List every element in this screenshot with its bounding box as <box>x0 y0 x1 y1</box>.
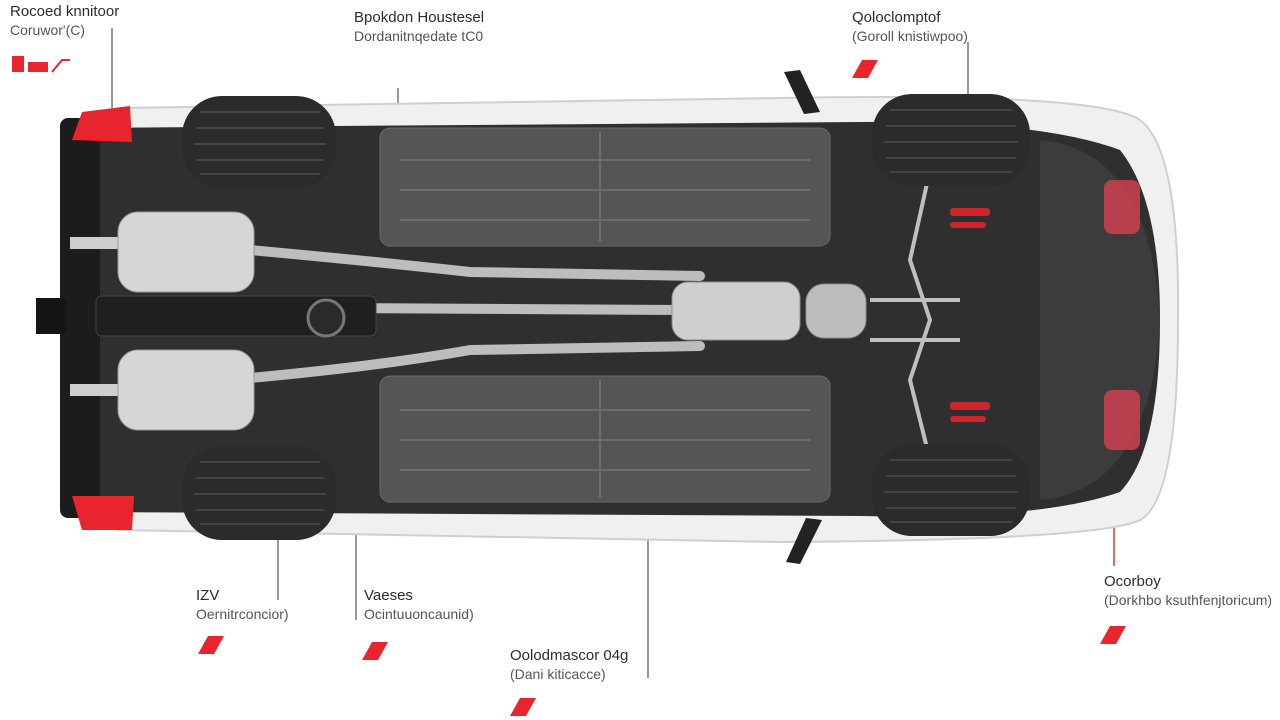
red-parallelogram-marker-icon <box>1098 624 1128 644</box>
tire-rear-top <box>182 96 336 188</box>
tire-rear-bottom <box>182 446 336 540</box>
callout-subtitle: (Dorkhbo ksuthfenjtoricum) <box>1104 592 1273 608</box>
callout-title: Oolodmascor 04g <box>510 647 629 664</box>
tow-hitch <box>36 298 66 334</box>
callout-top-center: Bpokdon Houstesel Dordanitnqedate tC0 <box>354 8 484 46</box>
callout-title: Bpokdon Houstesel <box>354 9 485 26</box>
floor-pan-top <box>379 127 831 247</box>
callout-subtitle: Oernitrconcior) <box>196 606 289 622</box>
rear-reflector-top <box>72 106 132 142</box>
callout-title: Vaeses <box>364 587 413 604</box>
rear-subframe <box>95 295 377 337</box>
callout-title: Rocoed knnitoor <box>10 3 120 20</box>
callout-bottom-left: IZV Oernitrconcior) <box>196 586 289 624</box>
callout-title: IZV <box>196 587 220 604</box>
front-suspension <box>870 169 960 461</box>
rear-reflector-bottom <box>72 496 134 530</box>
front-red-part-bottom <box>1104 390 1140 450</box>
callout-top-left: Rocoed knnitoor Coruwor'(C) <box>10 2 119 40</box>
exhaust-pipes <box>245 245 705 383</box>
brake-lines <box>950 208 990 422</box>
callout-bottom-center: Oolodmascor 04g (Dani kiticacce) <box>510 646 628 684</box>
differential <box>306 298 346 338</box>
resonator <box>805 283 867 339</box>
callout-top-right: Qoloclomptof (Goroll knistiwpoo) <box>852 8 968 46</box>
red-parallelogram-marker-icon <box>850 58 880 78</box>
mirror-bottom <box>786 518 822 564</box>
red-parallelogram-marker-icon <box>508 696 538 716</box>
catalytic-converter <box>671 281 801 341</box>
underbody <box>77 121 1160 517</box>
callout-bottom-right: Ocorboy (Dorkhbo ksuthfenjtoricum) <box>1104 572 1272 610</box>
red-parallelogram-marker-icon <box>360 640 390 660</box>
callout-subtitle: (Dani kiticacce) <box>510 666 606 682</box>
callout-subtitle: Dordanitnqedate tC0 <box>354 28 484 44</box>
red-parallelogram-marker-icon <box>196 634 226 654</box>
callout-subtitle: Coruwor'(C) <box>10 22 86 38</box>
red-parallelogram-marker-icon <box>12 54 72 74</box>
muffler-bottom <box>117 349 255 431</box>
tire-front-top <box>872 94 1030 186</box>
front-red-part-top <box>1104 180 1140 234</box>
rear-bumper <box>60 118 100 518</box>
floor-pan-ribs <box>400 132 810 498</box>
callout-bottom-center-left: Vaeses Ocintuuoncaunid) <box>364 586 474 624</box>
callout-subtitle: (Goroll knistiwpoo) <box>852 28 968 44</box>
tire-front-bottom <box>872 444 1030 536</box>
muffler-top <box>117 211 255 293</box>
mirror-top <box>784 70 820 114</box>
callout-subtitle: Ocintuuoncaunid) <box>364 606 474 622</box>
callout-title: Qoloclomptof <box>852 9 941 26</box>
callout-title: Ocorboy <box>1104 573 1161 590</box>
